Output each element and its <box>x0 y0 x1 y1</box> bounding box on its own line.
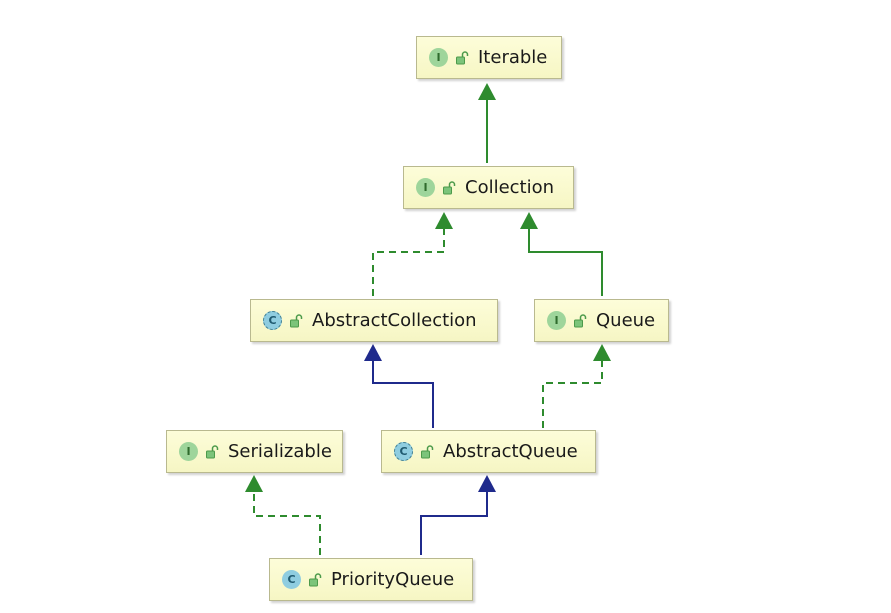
unlock-icon <box>574 313 587 327</box>
unlock-icon <box>309 572 322 586</box>
unlock-icon <box>443 180 456 194</box>
unlock-icon <box>290 313 303 327</box>
edge-abstractcollection-to-collection <box>372 212 453 296</box>
node-label: Iterable <box>478 47 548 68</box>
edge-queue-to-collection <box>520 212 603 296</box>
node-label: AbstractQueue <box>443 441 578 462</box>
unlock-icon <box>206 444 219 458</box>
abstract-class-icon: C <box>394 442 413 461</box>
edge-priorityqueue-to-serializable <box>245 475 321 555</box>
interface-icon: I <box>547 311 566 330</box>
unlock-icon <box>456 50 469 64</box>
node-serializable[interactable]: I Serializable <box>166 430 343 473</box>
edge-priorityqueue-to-abstractqueue <box>420 475 496 555</box>
node-label: Serializable <box>228 441 332 462</box>
unlock-icon <box>421 444 434 458</box>
edge-abstractqueue-to-abstractcollection <box>364 344 434 428</box>
node-priority-queue[interactable]: C PriorityQueue <box>269 558 473 601</box>
interface-icon: I <box>416 178 435 197</box>
node-queue[interactable]: I Queue <box>534 299 669 342</box>
class-icon: C <box>282 570 301 589</box>
node-abstract-queue[interactable]: C AbstractQueue <box>381 430 596 473</box>
node-label: PriorityQueue <box>331 569 455 590</box>
edge-abstractqueue-to-queue <box>542 344 611 428</box>
node-iterable[interactable]: I Iterable <box>416 36 562 79</box>
interface-icon: I <box>179 442 198 461</box>
node-collection[interactable]: I Collection <box>403 166 574 209</box>
node-label: AbstractCollection <box>312 310 477 331</box>
interface-icon: I <box>429 48 448 67</box>
edge-collection-to-iterable <box>478 83 496 163</box>
node-label: Collection <box>465 177 555 198</box>
abstract-class-icon: C <box>263 311 282 330</box>
node-label: Queue <box>596 310 656 331</box>
node-abstract-collection[interactable]: C AbstractCollection <box>250 299 498 342</box>
